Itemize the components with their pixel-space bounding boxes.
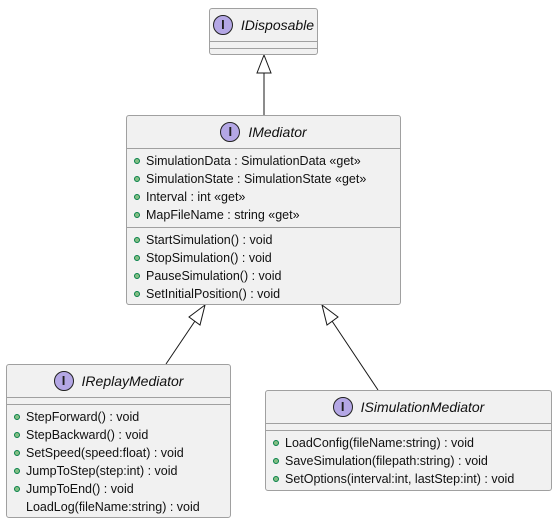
field-item: SimulationData : SimulationData «get» [134, 152, 400, 170]
method-item: StopSimulation() : void [134, 249, 400, 267]
method-text: SaveSimulation(filepath:string) : void [285, 454, 488, 468]
class-box-isimulationmediator: I ISimulationMediator LoadConfig(fileNam… [265, 390, 552, 491]
class-name-idisposable: IDisposable [240, 17, 315, 33]
method-item: StepBackward() : void [14, 426, 230, 444]
method-item: StartSimulation() : void [134, 231, 400, 249]
class-header-imediator: I IMediator [127, 116, 400, 148]
method-item: LoadLog(fileName:string) : void [14, 498, 230, 516]
method-text: JumpToStep(step:int) : void [26, 464, 178, 478]
method-item: JumpToEnd() : void [14, 480, 230, 498]
method-item: SetSpeed(speed:float) : void [14, 444, 230, 462]
edge-ireplaymediator-to-imediator [165, 320, 196, 365]
method-text: StartSimulation() : void [146, 233, 273, 247]
public-visibility-icon [134, 176, 140, 182]
public-visibility-icon [273, 476, 279, 482]
field-text: Interval : int «get» [146, 190, 246, 204]
fields-section-imediator: SimulationData : SimulationData «get» Si… [127, 148, 400, 227]
methods-section-idisposable [210, 48, 317, 55]
interface-icon: I [212, 15, 233, 35]
field-text: SimulationState : SimulationState «get» [146, 172, 367, 186]
method-text: SetInitialPosition() : void [146, 287, 281, 301]
class-header-isimulationmediator: I ISimulationMediator [266, 391, 551, 423]
method-item: SaveSimulation(filepath:string) : void [273, 452, 551, 470]
field-item: MapFileName : string «get» [134, 206, 400, 224]
class-name-ireplaymediator: IReplayMediator [81, 373, 184, 389]
field-item: Interval : int «get» [134, 188, 400, 206]
public-visibility-icon [273, 458, 279, 464]
class-box-idisposable: I IDisposable [209, 8, 318, 55]
method-item: StepForward() : void [14, 408, 230, 426]
edge-isimulationmediator-to-imediator-arrowhead [321, 303, 339, 326]
interface-icon: I [220, 122, 241, 142]
public-visibility-icon [134, 291, 140, 297]
method-text: StepBackward() : void [26, 428, 149, 442]
class-box-ireplaymediator: I IReplayMediator StepForward() : void S… [6, 364, 231, 518]
edge-isimulationmediator-to-imediator [331, 320, 379, 391]
method-text: LoadLog(fileName:string) : void [26, 500, 200, 514]
field-text: SimulationData : SimulationData «get» [146, 154, 361, 168]
method-text: SetSpeed(speed:float) : void [26, 446, 184, 460]
method-text: JumpToEnd() : void [26, 482, 134, 496]
edge-imediator-to-idisposable-arrowhead [256, 53, 272, 74]
public-visibility-icon [14, 486, 20, 492]
fields-section-idisposable [210, 41, 317, 48]
public-visibility-icon [273, 440, 279, 446]
method-text: StopSimulation() : void [146, 251, 272, 265]
public-visibility-icon [14, 414, 20, 420]
method-item: JumpToStep(step:int) : void [14, 462, 230, 480]
public-visibility-icon [134, 273, 140, 279]
public-visibility-icon [14, 432, 20, 438]
public-visibility-icon [134, 194, 140, 200]
class-header-idisposable: I IDisposable [210, 9, 317, 41]
method-item: PauseSimulation() : void [134, 267, 400, 285]
interface-icon: I [53, 371, 74, 391]
fields-section-isimulationmediator [266, 423, 551, 430]
method-text: LoadConfig(fileName:string) : void [285, 436, 474, 450]
methods-section-imediator: StartSimulation() : void StopSimulation(… [127, 227, 400, 306]
public-visibility-icon [14, 468, 20, 474]
method-text: StepForward() : void [26, 410, 140, 424]
field-text: MapFileName : string «get» [146, 208, 300, 222]
public-visibility-icon [134, 255, 140, 261]
fields-section-ireplaymediator [7, 397, 230, 404]
class-header-ireplaymediator: I IReplayMediator [7, 365, 230, 397]
class-name-imediator: IMediator [248, 124, 307, 140]
method-text: SetOptions(interval:int, lastStep:int) :… [285, 472, 515, 486]
method-text: PauseSimulation() : void [146, 269, 282, 283]
methods-section-ireplaymediator: StepForward() : void StepBackward() : vo… [7, 404, 230, 519]
class-name-isimulationmediator: ISimulationMediator [360, 399, 485, 415]
edge-ireplaymediator-to-imediator-arrowhead [188, 303, 206, 326]
public-visibility-icon [14, 450, 20, 456]
public-visibility-icon [134, 212, 140, 218]
public-visibility-icon [134, 158, 140, 164]
method-item: LoadConfig(fileName:string) : void [273, 434, 551, 452]
method-item: SetInitialPosition() : void [134, 285, 400, 303]
methods-section-isimulationmediator: LoadConfig(fileName:string) : void SaveS… [266, 430, 551, 491]
public-visibility-icon [134, 237, 140, 243]
method-item: SetOptions(interval:int, lastStep:int) :… [273, 470, 551, 488]
class-box-imediator: I IMediator SimulationData : SimulationD… [126, 115, 401, 305]
field-item: SimulationState : SimulationState «get» [134, 170, 400, 188]
no-visibility-icon [14, 504, 20, 510]
interface-icon: I [332, 397, 353, 417]
